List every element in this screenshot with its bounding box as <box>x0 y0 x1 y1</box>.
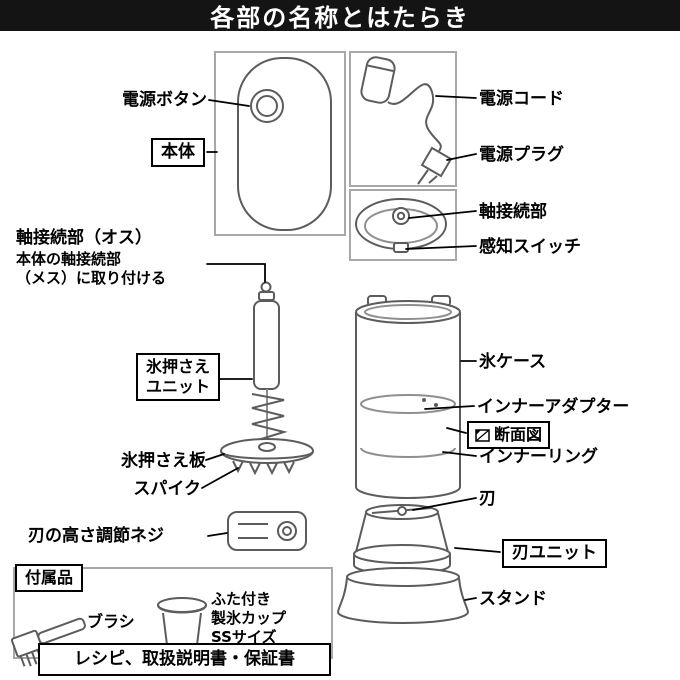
label-ice-case: 氷ケース <box>479 352 547 372</box>
leader-blade <box>412 497 477 511</box>
main-body-frame <box>214 51 346 236</box>
label-power-plug: 電源プラグ <box>479 145 564 165</box>
label-ice-presser-plate: 氷押さえ板 <box>121 451 206 471</box>
label-blade: 刃 <box>479 489 496 509</box>
leader-spike <box>201 467 239 489</box>
label-shaft-connector-male-note: 本体の軸接続部 （メス）に取り付ける <box>16 250 167 287</box>
label-stand: スタンド <box>479 589 547 609</box>
label-recipe-manual: レシピ、取扱説明書・保証書 <box>38 643 331 677</box>
shaft-connector-illustration <box>355 198 447 253</box>
leader-cross-section <box>446 427 467 434</box>
main-body-illustration <box>237 57 332 231</box>
label-power-cord: 電源コード <box>479 89 564 109</box>
label-inner-adapter: インナーアダプター <box>477 397 630 417</box>
label-shaft-connector: 軸接続部 <box>479 202 547 222</box>
ice-case-illustration <box>355 295 461 499</box>
ice-presser-unit-illustration <box>220 281 314 476</box>
label-inner-ring: インナーリング <box>479 447 598 467</box>
power-cord-frame <box>349 51 457 187</box>
leader-power-cord <box>435 95 477 99</box>
label-ice-presser-unit: 氷押さえ ユニット <box>136 353 221 401</box>
label-accessories: 付属品 <box>15 564 84 592</box>
label-blade-height-screw: 刃の高さ調節ネジ <box>28 526 164 546</box>
blade-unit-illustration <box>353 504 451 575</box>
label-cross-section: 断面図 <box>494 425 543 444</box>
leader-power-plug <box>446 153 477 161</box>
stand-illustration <box>337 567 469 624</box>
leader-ice-presser-plate <box>205 453 225 461</box>
label-main-body: 本体 <box>151 138 205 168</box>
leader-shaft-connector <box>408 210 477 219</box>
label-cross-section-box: 断面図 <box>467 421 551 449</box>
leader-inner-adapter <box>424 405 475 410</box>
leader-inner-ring <box>442 451 477 457</box>
label-ice-cup: ふた付き 製氷カップ SSサイズ <box>211 590 287 646</box>
shaft-connector-frame <box>349 189 457 261</box>
ice-cup-illustration <box>157 597 207 652</box>
label-brush: ブラシ <box>87 612 135 631</box>
leader-power-button <box>208 99 250 107</box>
label-power-button: 電源ボタン <box>122 90 207 110</box>
leader-blade-height-screw <box>207 532 228 537</box>
brush-illustration <box>10 617 86 667</box>
leader-stand <box>464 597 477 601</box>
label-blade-unit: 刃ユニット <box>502 539 607 569</box>
page-title: 各部の名称とはたらき <box>0 0 680 32</box>
cross-section-icon <box>475 428 490 442</box>
page-title-text: 各部の名称とはたらき <box>210 4 470 32</box>
leader-blade-unit <box>454 547 501 553</box>
label-shaft-connector-male: 軸接続部（オス） <box>16 228 152 248</box>
blade-height-adjuster-illustration <box>227 511 307 551</box>
leader-shaft-connector-male <box>206 263 266 283</box>
leader-lines <box>201 95 501 601</box>
power-cord-illustration <box>360 56 453 185</box>
label-sensor-switch: 感知スイッチ <box>479 237 581 257</box>
label-spike: スパイク <box>133 479 201 499</box>
leader-sensor-switch <box>405 245 477 250</box>
